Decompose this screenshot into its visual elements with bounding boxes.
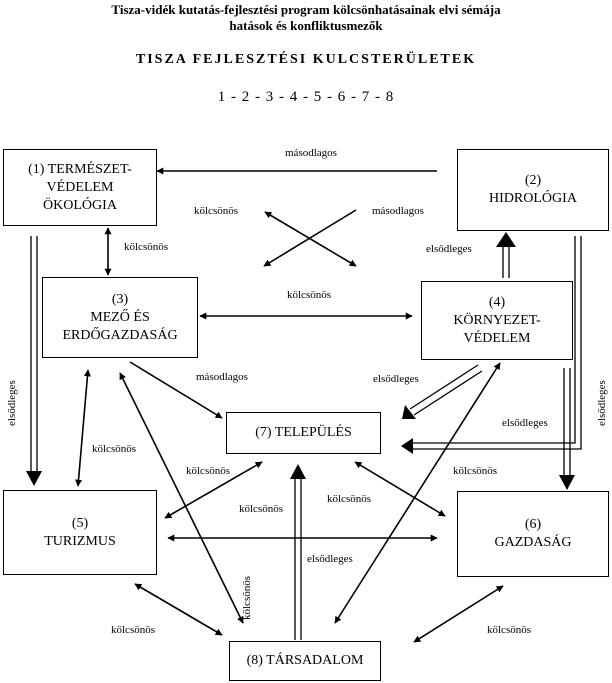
diagram-subtitle: hatások és konfliktusmezők bbox=[229, 18, 383, 33]
arrow-2-7-line-a bbox=[413, 236, 576, 444]
arrow-8-3 bbox=[119, 372, 244, 624]
arrow-4-7-line-a bbox=[409, 364, 479, 410]
arrowhead-4-7 bbox=[402, 405, 416, 419]
arrowhead-8-7 bbox=[290, 464, 306, 479]
label-elsodleges-1-5: elsődleges bbox=[6, 380, 18, 426]
arrow-3-5 bbox=[75, 369, 91, 487]
arrow-8-4 bbox=[334, 362, 501, 624]
box-telepules: (7) TELEPÜLÉS bbox=[226, 412, 381, 454]
label-kolcsonos-cross: kölcsönös bbox=[194, 205, 238, 217]
label-kolcsonos-1-3: kölcsönös bbox=[124, 241, 168, 253]
arrow-5-8 bbox=[134, 583, 223, 636]
box-mezo-line2: MEZŐ ÉS bbox=[90, 309, 150, 325]
label-kolcsonos-8-6: kölcsönös bbox=[487, 624, 531, 636]
arrow-2-7-line-b bbox=[413, 236, 582, 450]
box-turizmus-line1: (5) bbox=[71, 515, 89, 531]
arrow-8-6 bbox=[413, 585, 504, 643]
box-tarsadalom-line1: (8) TÁRSADALOM bbox=[246, 653, 364, 668]
arrowhead-4-2 bbox=[496, 232, 516, 247]
box-mezo-erdogazdasag: (3) MEZŐ ÉS ERDŐGAZDASÁG bbox=[42, 277, 198, 358]
label-elsodleges-2-7: elsődleges bbox=[502, 417, 548, 429]
box-kornyezet-line2: KÖRNYEZET- bbox=[453, 312, 541, 328]
box-termeszetvedelem-line3: ÖKOLÓGIA bbox=[43, 197, 117, 213]
label-masodlagos-2-1: másodlagos bbox=[285, 147, 337, 159]
diagram-heading: TISZA FEJLESZTÉSI KULCSTERÜLETEK bbox=[135, 52, 477, 67]
box-gazdasag: (6) GAZDASÁG bbox=[457, 491, 609, 577]
label-kolcsonos-5-6: kölcsönös bbox=[239, 503, 283, 515]
arrowhead-1-5 bbox=[26, 471, 42, 486]
arrowhead-2-6 bbox=[559, 475, 575, 490]
label-kolcsonos-5-6-top: kölcsönös bbox=[327, 493, 371, 505]
box-mezo-line1: (3) bbox=[111, 291, 129, 307]
label-masodlagos-3-7: másodlagos bbox=[196, 371, 248, 383]
box-kornyezetvedelem: (4) KÖRNYEZET- VÉDELEM bbox=[421, 281, 573, 360]
box-hidrologia-line1: (2) bbox=[524, 173, 542, 188]
box-turizmus: (5) TURIZMUS bbox=[3, 490, 157, 575]
label-masodlagos-cross: másodlagos bbox=[372, 205, 424, 217]
box-kornyezet-line3: VÉDELEM bbox=[463, 330, 531, 346]
label-elsodleges-4-7: elsődleges bbox=[373, 373, 419, 385]
label-kolcsonos-8-3: kölcsönös bbox=[241, 576, 253, 620]
label-kolcsonos-5-7: kölcsönös bbox=[186, 465, 230, 477]
box-gazdasag-line1: (6) bbox=[524, 517, 542, 532]
box-termeszetvedelem-line2: VÉDELEM bbox=[46, 179, 114, 195]
label-kolcsonos-3-4: kölcsönös bbox=[287, 289, 331, 301]
box-termeszetvedelem-line1: (1) TERMÉSZET- bbox=[28, 161, 132, 177]
box-mezo-line3: ERDŐGAZDASÁG bbox=[62, 327, 178, 343]
box-telepules-line1: (7) TELEPÜLÉS bbox=[255, 425, 352, 440]
area-sequence: 1 - 2 - 3 - 4 - 5 - 6 - 7 - 8 bbox=[217, 89, 395, 105]
box-tarsadalom: (8) TÁRSADALOM bbox=[229, 641, 381, 681]
label-elsodleges-4-2: elsődleges bbox=[426, 243, 472, 255]
box-hidrologia: (2) HIDROLÓGIA bbox=[457, 149, 609, 231]
label-kolcsonos-3-5: kölcsönös bbox=[92, 443, 136, 455]
arrowhead-2-7 bbox=[401, 438, 413, 454]
diagram-title: Tisza-vidék kutatás-fejlesztési program … bbox=[111, 2, 501, 17]
label-kolcsonos-5-8: kölcsönös bbox=[111, 624, 155, 636]
label-elsodleges-8-7: elsődleges bbox=[307, 553, 353, 565]
box-gazdasag-line2: GAZDASÁG bbox=[494, 535, 572, 550]
box-turizmus-line2: TURIZMUS bbox=[44, 533, 116, 549]
box-termeszetvedelem: (1) TERMÉSZET- VÉDELEM ÖKOLÓGIA bbox=[3, 149, 157, 226]
arrow-cross-b bbox=[263, 209, 357, 267]
label-elsodleges-2-6: elsődleges bbox=[596, 380, 608, 426]
label-kolcsonos-7-6: kölcsönös bbox=[453, 465, 497, 477]
box-kornyezet-line1: (4) bbox=[488, 294, 506, 310]
box-hidrologia-line2: HIDROLÓGIA bbox=[489, 191, 577, 206]
arrow-cross-a bbox=[264, 211, 357, 267]
arrow-4-7-line-b bbox=[413, 370, 483, 416]
